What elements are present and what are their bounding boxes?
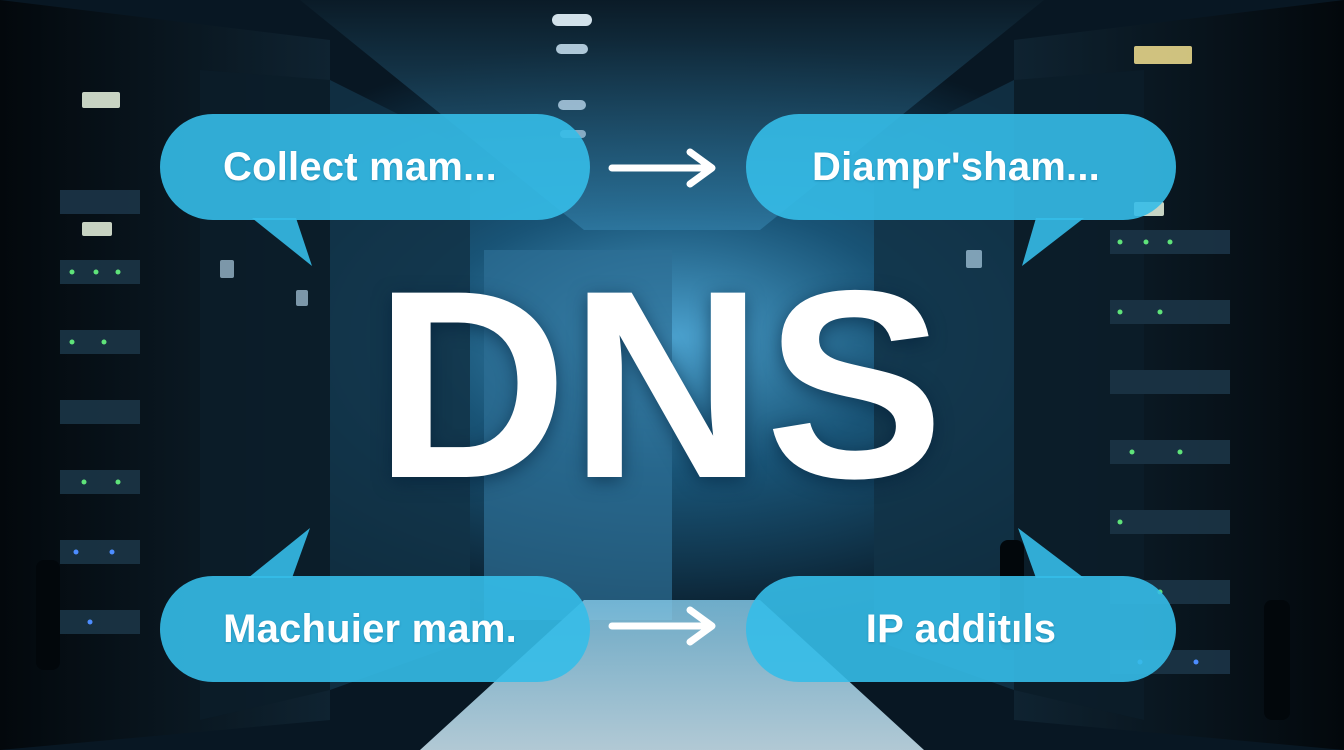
arrow-right-icon bbox=[608, 148, 716, 188]
top-right-bubble: Diampr'sham... bbox=[746, 114, 1176, 274]
arrow-right-icon bbox=[608, 606, 716, 646]
dns-title: DNS bbox=[374, 234, 946, 534]
bottom-right-bubble: IP additıls bbox=[746, 528, 1176, 684]
top-left-bubble: Collect mam... bbox=[160, 114, 590, 274]
top-right-bubble-label: Diampr'sham... bbox=[812, 145, 1100, 189]
bottom-left-bubble-label: Machuier mam. bbox=[223, 607, 517, 651]
bottom-left-bubble: Machuier mam. bbox=[160, 528, 590, 684]
bottom-right-bubble-label: IP additıls bbox=[865, 607, 1057, 651]
top-left-bubble-label: Collect mam... bbox=[223, 145, 497, 189]
